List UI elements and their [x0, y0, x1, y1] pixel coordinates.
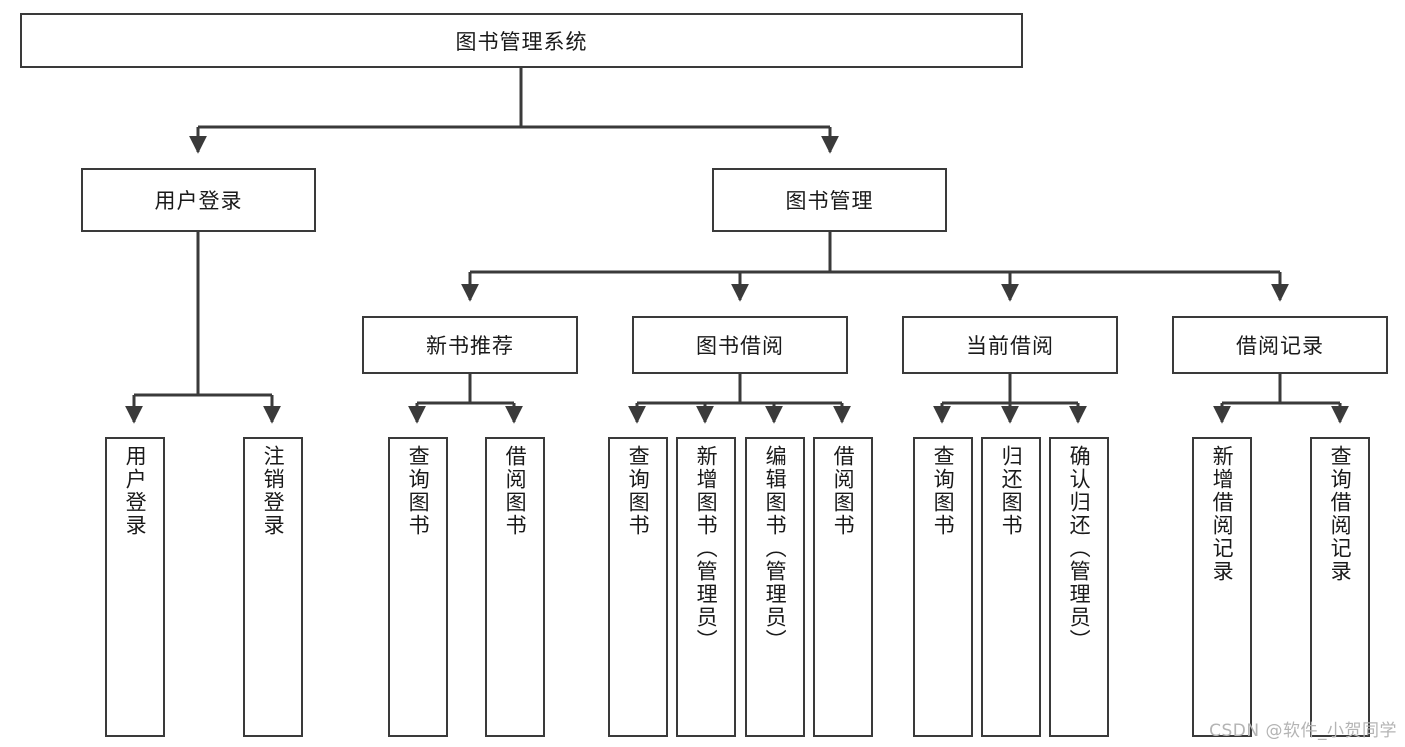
node-leaf-logout-label: 注销登录 — [261, 445, 286, 537]
node-leaf-query-book-2[interactable]: 查询图书 — [608, 437, 668, 737]
node-book-management-label: 图书管理 — [785, 189, 874, 213]
node-leaf-user-login[interactable]: 用户登录 — [105, 437, 165, 737]
node-current-borrow-label: 当前借阅 — [966, 334, 1054, 358]
node-leaf-borrow-book-2[interactable]: 借阅图书 — [813, 437, 873, 737]
node-leaf-query-book-2-label: 查询图书 — [626, 445, 651, 537]
node-book-management[interactable]: 图书管理 — [712, 168, 947, 232]
node-leaf-return-book-label: 归还图书 — [999, 445, 1024, 537]
node-leaf-add-borrow-record-label: 新增借阅记录 — [1210, 445, 1235, 583]
node-leaf-user-login-label: 用户登录 — [123, 445, 148, 537]
node-borrow-records[interactable]: 借阅记录 — [1172, 316, 1388, 374]
node-user-login[interactable]: 用户登录 — [81, 168, 316, 232]
node-leaf-borrow-book-1-label: 借阅图书 — [503, 445, 528, 537]
node-leaf-borrow-book-2-label: 借阅图书 — [831, 445, 856, 537]
node-book-borrow[interactable]: 图书借阅 — [632, 316, 848, 374]
node-book-borrow-label: 图书借阅 — [696, 334, 784, 358]
node-leaf-edit-book-admin[interactable]: 编辑图书（管理员） — [745, 437, 805, 737]
node-current-borrow[interactable]: 当前借阅 — [902, 316, 1118, 374]
node-leaf-query-book-1[interactable]: 查询图书 — [388, 437, 448, 737]
node-new-book-recommend[interactable]: 新书推荐 — [362, 316, 578, 374]
node-leaf-add-borrow-record[interactable]: 新增借阅记录 — [1192, 437, 1252, 737]
node-borrow-records-label: 借阅记录 — [1236, 334, 1324, 358]
node-root-label: 图书管理系统 — [455, 29, 588, 54]
node-leaf-query-book-3[interactable]: 查询图书 — [913, 437, 973, 737]
node-leaf-return-book[interactable]: 归还图书 — [981, 437, 1041, 737]
node-root[interactable]: 图书管理系统 — [20, 13, 1023, 68]
node-leaf-query-borrow-record[interactable]: 查询借阅记录 — [1310, 437, 1370, 737]
node-leaf-query-book-1-label: 查询图书 — [406, 445, 431, 537]
node-leaf-add-book-admin-label: 新增图书（管理员） — [694, 445, 719, 652]
node-leaf-confirm-return-admin[interactable]: 确认归还（管理员） — [1049, 437, 1109, 737]
node-leaf-confirm-return-admin-label: 确认归还（管理员） — [1067, 445, 1092, 652]
node-leaf-add-book-admin[interactable]: 新增图书（管理员） — [676, 437, 736, 737]
node-leaf-query-borrow-record-label: 查询借阅记录 — [1328, 445, 1353, 583]
node-user-login-label: 用户登录 — [154, 189, 243, 213]
node-leaf-borrow-book-1[interactable]: 借阅图书 — [485, 437, 545, 737]
node-leaf-query-book-3-label: 查询图书 — [931, 445, 956, 537]
node-leaf-logout[interactable]: 注销登录 — [243, 437, 303, 737]
node-new-book-recommend-label: 新书推荐 — [426, 334, 514, 358]
node-leaf-edit-book-admin-label: 编辑图书（管理员） — [763, 445, 788, 652]
